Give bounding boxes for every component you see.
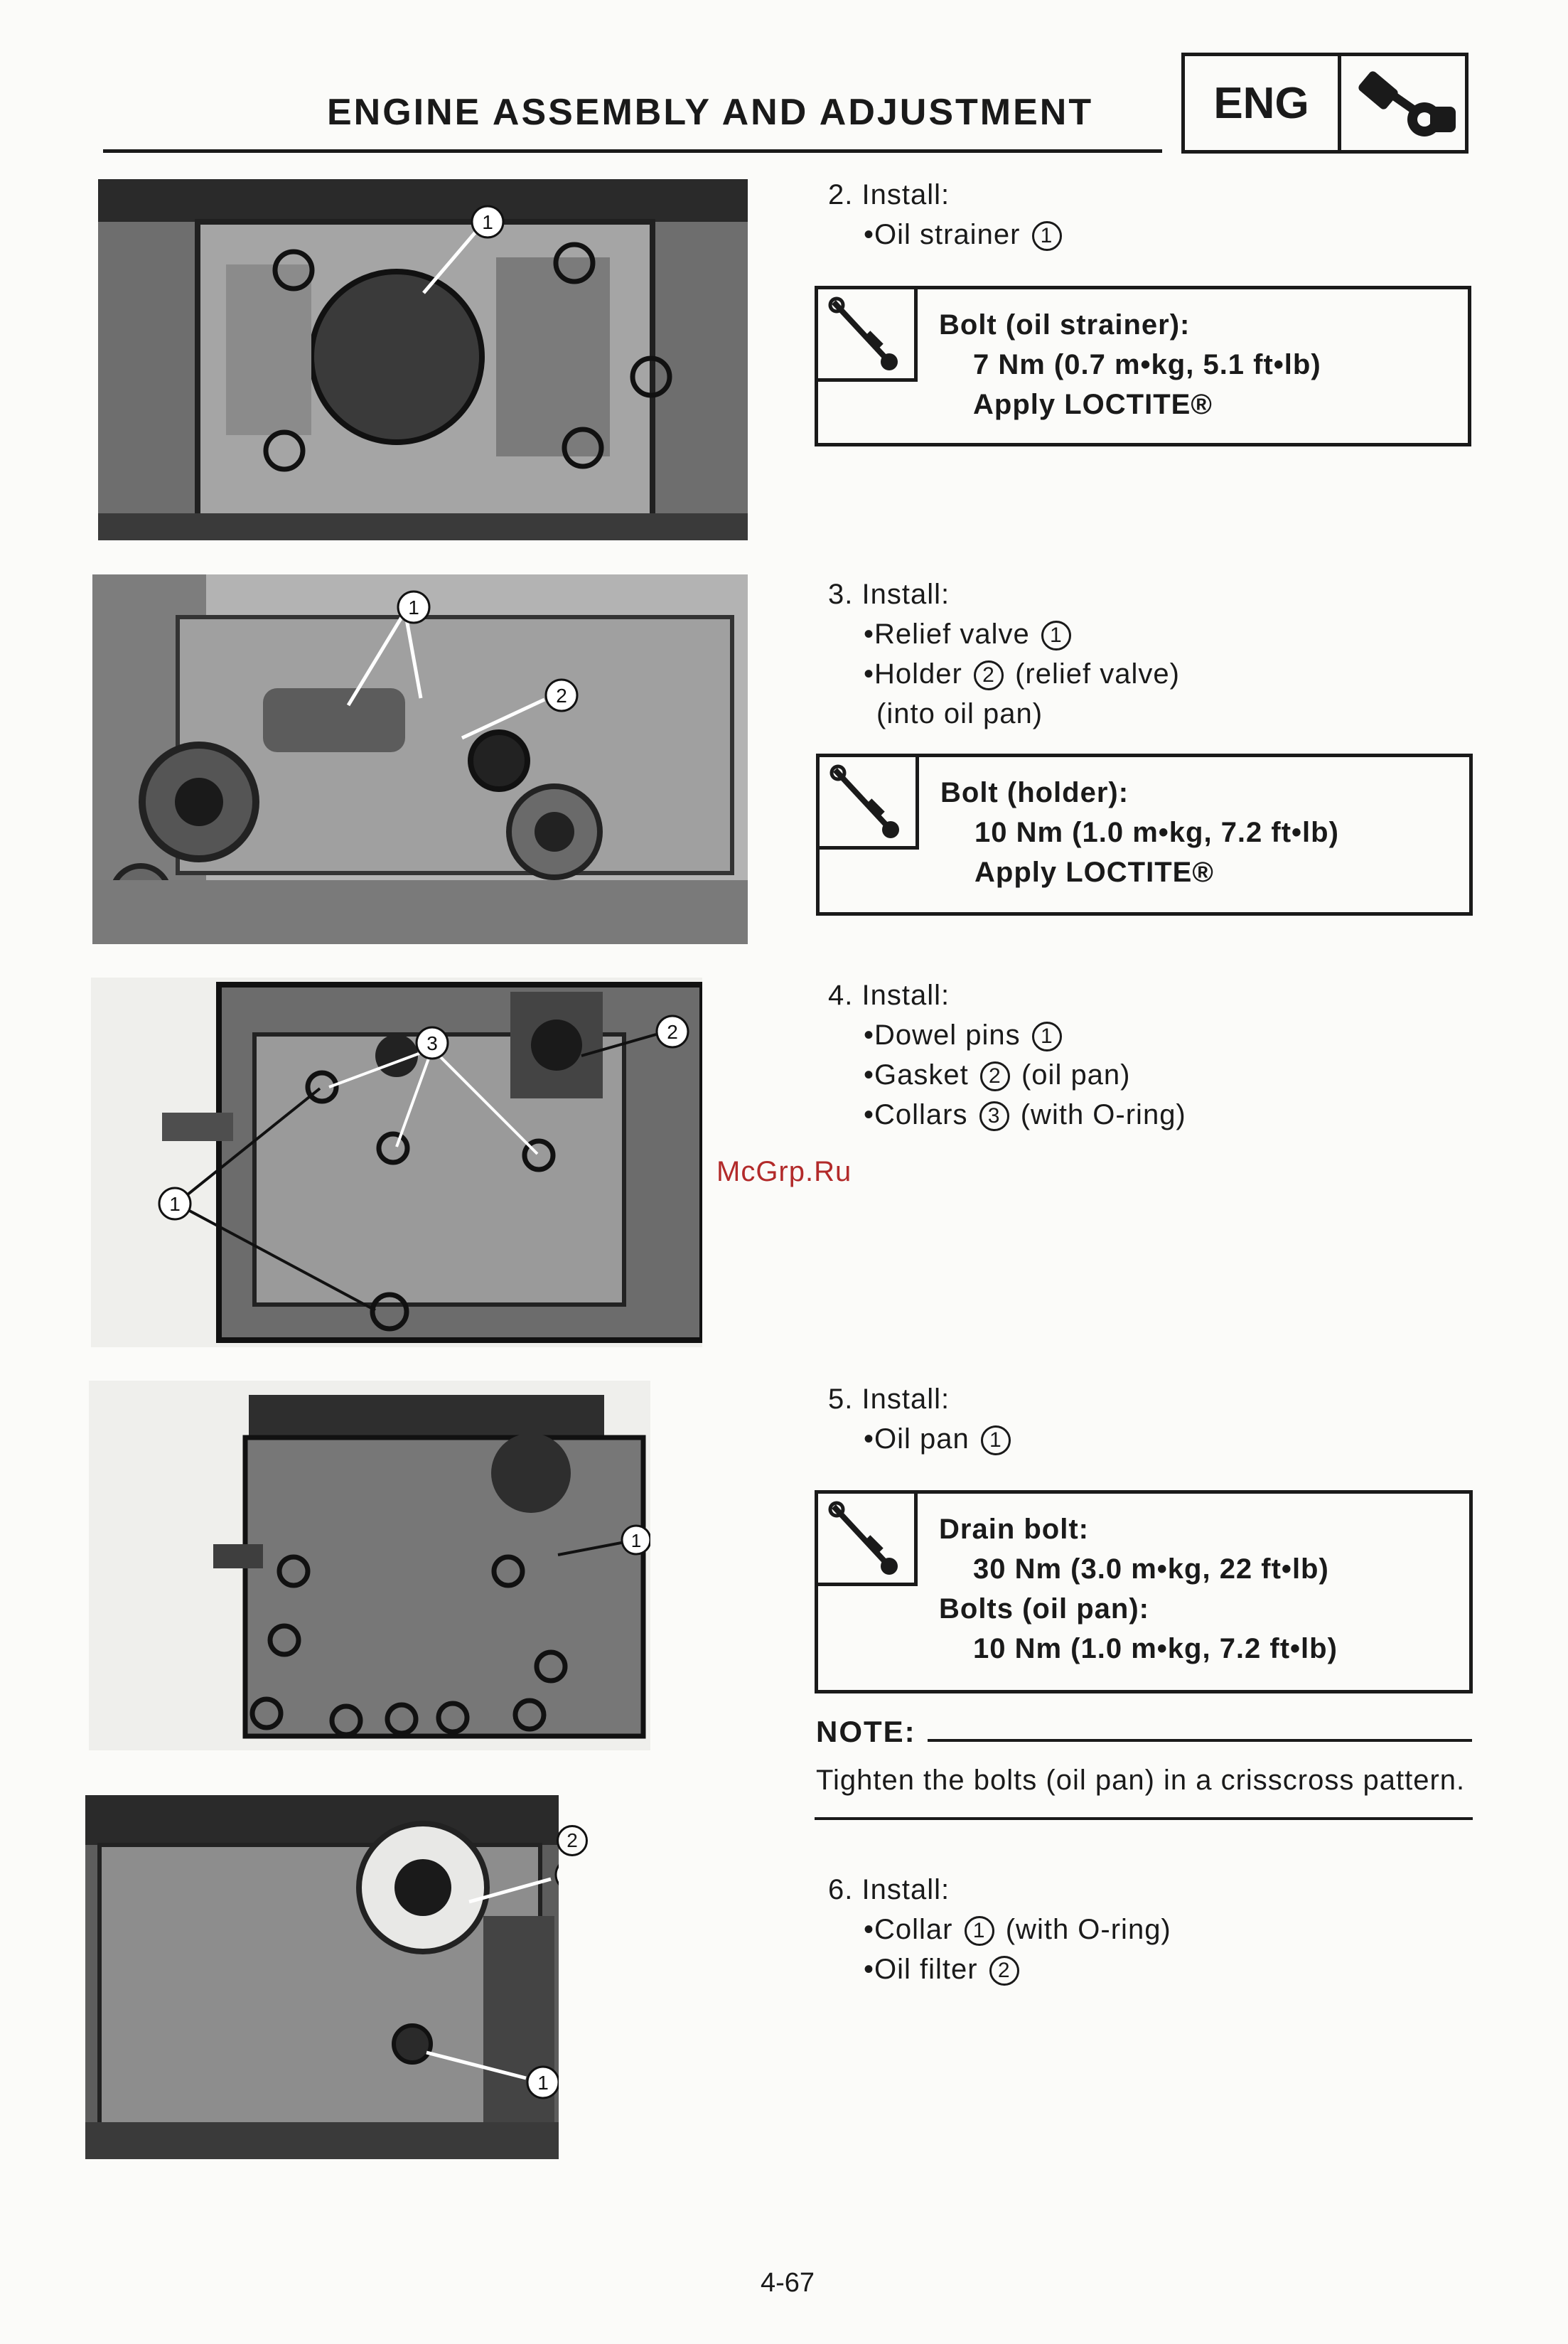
install-item: •Holder 2 (relief valve) — [828, 654, 1180, 694]
item-text: •Oil pan — [864, 1423, 970, 1455]
spec-line: 10 Nm (1.0 m•kg, 7.2 ft•lb) — [974, 817, 1339, 848]
step-4: 4. Install: •Dowel pins 1 •Gasket 2 (oil… — [828, 975, 1186, 1135]
item-suffix: (with O-ring) — [1020, 1099, 1186, 1130]
callout-marker: 2 — [557, 1825, 588, 1856]
step-6: 6. Install: •Collar 1 (with O-ring) •Oil… — [828, 1870, 1171, 1989]
torque-spec-box: Drain bolt: 30 Nm (3.0 m•kg, 22 ft•lb) B… — [815, 1490, 1473, 1693]
ref-number: 3 — [979, 1101, 1009, 1132]
page-number: 4-67 — [761, 2268, 815, 2298]
ref-number: 1 — [1031, 1022, 1062, 1052]
spec-line: Apply LOCTITE® — [974, 857, 1214, 888]
header-rule — [103, 149, 1162, 153]
ref-number: 2 — [979, 1061, 1010, 1092]
item-text: •Oil filter — [864, 1954, 978, 1985]
item-suffix: (oil pan) — [1021, 1059, 1131, 1091]
install-item: •Collars 3 (with O-ring) — [828, 1095, 1186, 1135]
install-item: •Dowel pins 1 — [828, 1015, 1186, 1055]
torque-wrench-icon — [820, 757, 919, 850]
callout-label: 1 — [408, 596, 419, 619]
item-text: •Collar — [864, 1914, 953, 1945]
callout-label: 2 — [556, 685, 567, 707]
item-text: •Collars — [864, 1099, 968, 1130]
install-item: •Relief valve 1 — [828, 614, 1180, 654]
spec-line: Bolt (oil strainer): — [939, 309, 1191, 341]
callout-label: 3 — [426, 1032, 438, 1054]
spec-line: Bolts (oil pan): — [939, 1593, 1149, 1625]
spec-line: Apply LOCTITE® — [973, 389, 1213, 420]
item-text: •Oil strainer — [864, 219, 1021, 250]
ref-number: 1 — [980, 1425, 1011, 1456]
item-text: •Dowel pins — [864, 1020, 1021, 1051]
photo-oil-filter: 1 — [85, 1795, 559, 2159]
step-heading: 5. Install: — [828, 1384, 950, 1415]
item-suffix: (with O-ring) — [1005, 1914, 1171, 1945]
spec-line: Bolt (holder): — [940, 777, 1129, 808]
photo-relief-valve: 1 2 — [92, 574, 748, 944]
install-item: •Oil filter 2 — [828, 1949, 1171, 1989]
watermark: McGrp.Ru — [716, 1156, 852, 1187]
item-text: •Relief valve — [864, 619, 1030, 650]
callout-label: 2 — [566, 1829, 578, 1851]
note-rule-top — [928, 1739, 1472, 1742]
install-item: •Oil strainer 1 — [828, 215, 1065, 255]
spec-line: 7 Nm (0.7 m•kg, 5.1 ft•lb) — [973, 349, 1321, 380]
callout-label: 1 — [169, 1193, 181, 1215]
step-heading: 3. Install: — [828, 579, 950, 610]
spec-line: 30 Nm (3.0 m•kg, 22 ft•lb) — [973, 1553, 1329, 1585]
step-3: 3. Install: •Relief valve 1 •Holder 2 (r… — [828, 574, 1180, 734]
torque-wrench-icon — [818, 289, 918, 382]
step-2: 2. Install: •Oil strainer 1 — [828, 175, 1065, 255]
torque-wrench-icon — [818, 1494, 918, 1586]
step-5: 5. Install: •Oil pan 1 — [828, 1379, 1014, 1459]
page-title: ENGINE ASSEMBLY AND ADJUSTMENT — [327, 92, 1094, 133]
ref-number: 2 — [973, 660, 1004, 691]
item-text: •Holder — [864, 658, 962, 690]
note-text: Tighten the bolts (oil pan) in a crisscr… — [816, 1765, 1466, 1796]
ref-number: 1 — [964, 1916, 994, 1947]
note-label: NOTE: — [816, 1715, 916, 1748]
engine-piston-icon — [1341, 56, 1465, 150]
callout-label: 1 — [537, 2072, 549, 2094]
step-heading: 4. Install: — [828, 980, 950, 1011]
note-rule-bottom — [815, 1817, 1473, 1820]
ref-number: 1 — [1041, 621, 1071, 651]
spec-line: 10 Nm (1.0 m•kg, 7.2 ft•lb) — [973, 1633, 1338, 1664]
install-item: •Collar 1 (with O-ring) — [828, 1910, 1171, 1949]
callout-label: 2 — [667, 1021, 678, 1043]
torque-spec-box: Bolt (holder): 10 Nm (1.0 m•kg, 7.2 ft•l… — [816, 754, 1473, 916]
photo-oil-strainer: 1 — [98, 179, 748, 540]
install-item: •Oil pan 1 — [828, 1419, 1014, 1459]
step-heading: 2. Install: — [828, 179, 950, 210]
callout-label: 1 — [482, 211, 493, 233]
install-item: •Gasket 2 (oil pan) — [828, 1055, 1186, 1095]
ref-number: 1 — [1031, 221, 1062, 252]
torque-spec-box: Bolt (oil strainer): 7 Nm (0.7 m•kg, 5.1… — [815, 286, 1471, 446]
section-label: ENG — [1185, 56, 1341, 150]
ref-number: 2 — [989, 1956, 1019, 1986]
item-suffix: (relief valve) — [1015, 658, 1180, 690]
item-text: •Gasket — [864, 1059, 969, 1091]
section-tab: ENG — [1181, 53, 1468, 154]
step-heading: 6. Install: — [828, 1874, 950, 1905]
photo-dowel-pins-gasket: 3 2 1 — [91, 978, 702, 1347]
photo-oil-pan: 1 — [89, 1381, 650, 1750]
spec-line: Drain bolt: — [939, 1514, 1089, 1545]
item-note: (into oil pan) — [876, 698, 1043, 729]
callout-label: 1 — [631, 1530, 641, 1551]
